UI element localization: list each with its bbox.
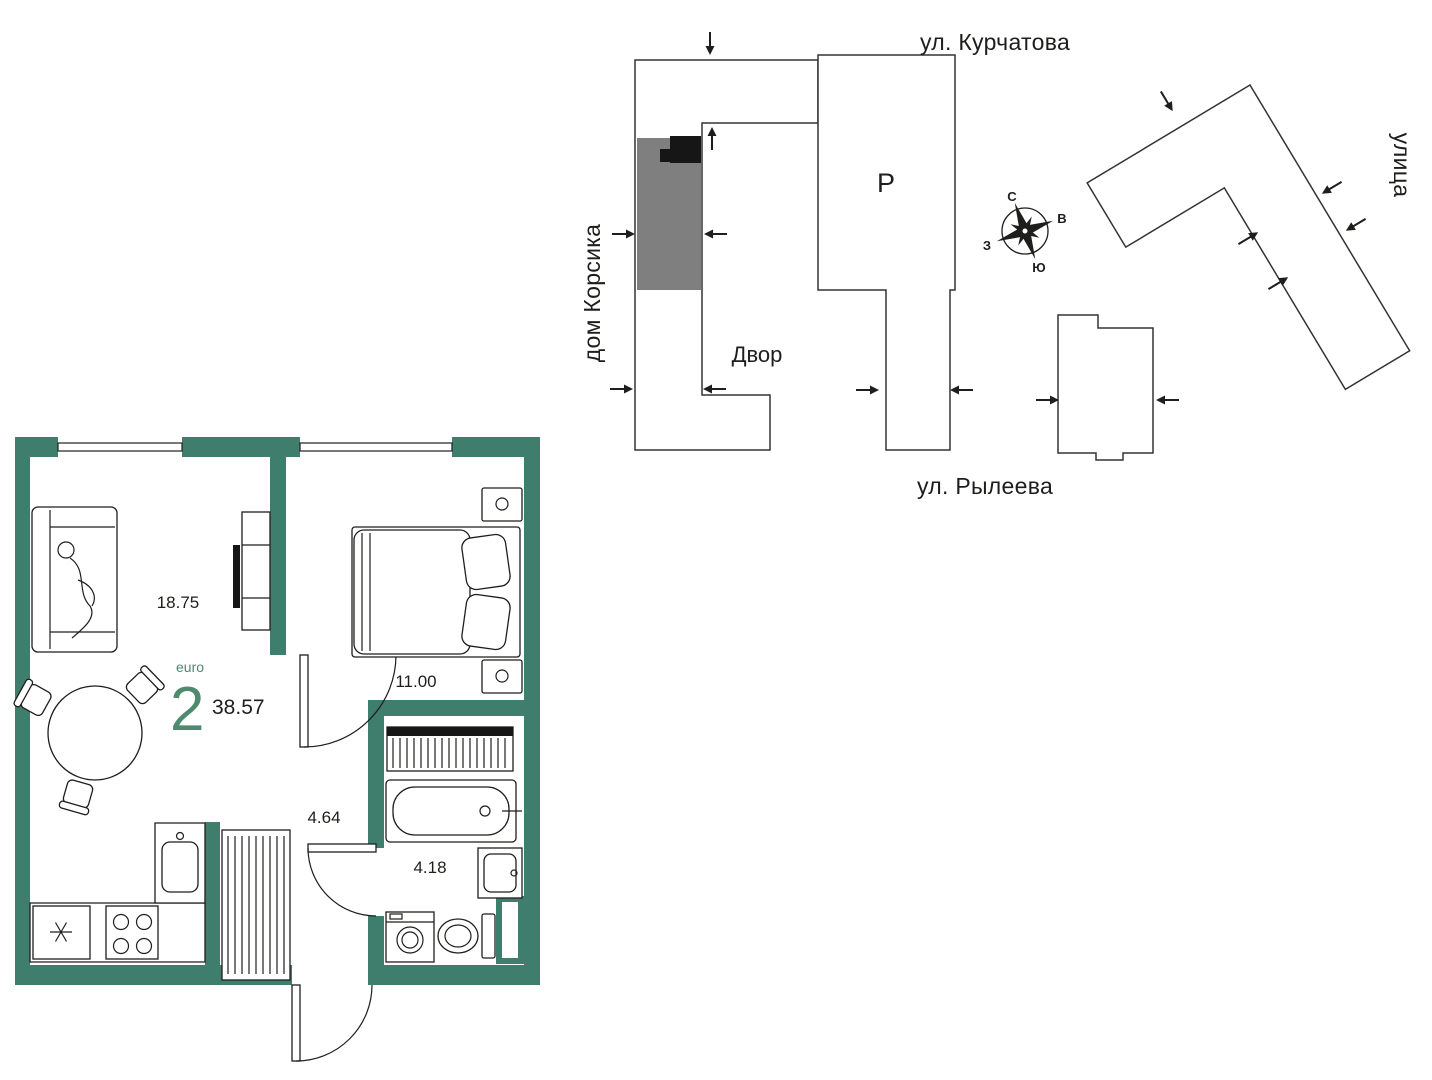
window-living <box>58 437 182 457</box>
entrance-arrow <box>609 383 634 395</box>
bathtub <box>385 779 522 843</box>
area-hallway: 4.64 <box>307 808 340 827</box>
tv-unit <box>233 511 271 631</box>
toilet <box>437 913 496 959</box>
person-figure <box>57 541 95 639</box>
entrance-arrow <box>703 228 728 240</box>
building-parking-outline <box>817 54 956 451</box>
street-label-bottom: ул. Рылеева <box>917 473 1053 499</box>
area-bathroom: 4.18 <box>413 858 446 877</box>
bathroom-sink <box>477 847 523 899</box>
entrance-arrow <box>949 384 974 396</box>
stove <box>105 905 159 960</box>
kitchen <box>29 822 206 963</box>
towel-radiator <box>386 726 514 772</box>
courtyard-label: Двор <box>732 342 783 367</box>
bed <box>351 526 521 658</box>
entrance-arrow <box>1342 213 1369 236</box>
unit-rooms-count: 2 <box>170 675 204 744</box>
door-bedroom <box>299 654 397 748</box>
entrance-arrow <box>702 383 727 395</box>
building-angled-outline <box>1086 83 1411 391</box>
floor-plan: 18.75 11.00 4.64 4.18 euro 2 38.57 <box>12 437 540 1062</box>
home-name-label: дом Корсика <box>579 224 605 362</box>
entrance-arrow <box>1155 88 1178 115</box>
chair <box>57 777 97 817</box>
kitchen-sink <box>161 831 199 893</box>
nightstand-bottom <box>481 659 523 694</box>
fridge <box>32 905 91 960</box>
walls <box>15 437 540 985</box>
apartment-location-marker <box>660 136 701 163</box>
entrance-arrow <box>704 31 716 56</box>
sofa <box>31 506 118 653</box>
compass-rose: С В Ю З <box>983 189 1067 275</box>
window-bedroom <box>300 437 452 457</box>
unit-summary: euro 2 38.57 <box>170 659 265 744</box>
compass-west: З <box>983 238 991 253</box>
door-bathroom <box>307 843 377 917</box>
compass-east: В <box>1057 211 1066 226</box>
entrance-arrow <box>1155 394 1180 406</box>
nightstand-top <box>481 487 523 522</box>
dining-table <box>12 664 167 817</box>
pillow <box>461 593 511 651</box>
unit-type-label: euro <box>176 659 204 675</box>
parking-label: Р <box>877 168 895 198</box>
bathroom-fixtures <box>385 726 523 963</box>
unit-total-area: 38.57 <box>212 696 265 719</box>
entrance-arrow <box>855 384 880 396</box>
entrance-arrow <box>706 126 718 151</box>
highlighted-building-section[interactable] <box>637 138 701 290</box>
entrance-arrow <box>1318 176 1345 199</box>
site-plan: Р <box>579 29 1415 499</box>
area-living-kitchen: 18.75 <box>157 593 200 612</box>
doors <box>291 654 397 1062</box>
compass-north: С <box>1007 189 1017 204</box>
compass-south: Ю <box>1032 260 1045 275</box>
street-label-top: ул. Курчатова <box>920 29 1070 55</box>
building-small-outline <box>1057 314 1154 461</box>
entrance-arrow <box>1035 394 1060 406</box>
entrance-arrow <box>611 228 636 240</box>
area-bedroom: 11.00 <box>395 672 436 691</box>
pillow <box>461 533 511 591</box>
door-entrance <box>291 984 373 1062</box>
wardrobe <box>221 829 291 981</box>
washing-machine <box>385 911 435 963</box>
street-label-right: улица <box>1389 133 1415 198</box>
windows <box>57 437 453 457</box>
tv-screen <box>233 545 240 608</box>
